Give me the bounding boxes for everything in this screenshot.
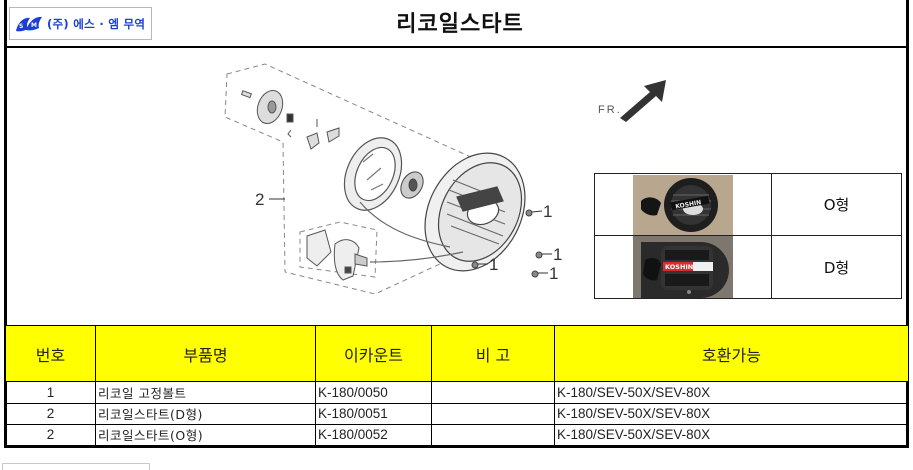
table-row: 2 리코일스타트(D형) K-180/0051 K-180/SEV-50X/SE… bbox=[5, 402, 909, 425]
page-title: 리코일스타트 bbox=[396, 12, 524, 37]
company-logo: S M (주) 에스 · 엠 무역 bbox=[9, 7, 152, 40]
cell-code: K-180/0050 bbox=[315, 381, 432, 404]
cell-code: K-180/0051 bbox=[315, 402, 432, 425]
column-header-number: 번호 bbox=[5, 325, 96, 382]
company-name: (주) 에스 · 엠 무역 bbox=[47, 16, 146, 31]
type-row-o: KOSHIN O형 bbox=[594, 173, 902, 236]
column-header-ecount-code: 이카운트 bbox=[315, 325, 432, 382]
callout-1: 1 bbox=[489, 255, 498, 274]
column-header-part-name: 부품명 bbox=[95, 325, 316, 382]
type-photo-cell: KOSHIN bbox=[594, 173, 772, 236]
type-photo-cell: KOSHIN bbox=[594, 235, 772, 299]
reel bbox=[343, 137, 403, 211]
cell-code: K-180/0052 bbox=[315, 424, 432, 448]
table-row: 1 리코일 고정볼트 K-180/0050 K-180/SEV-50X/SEV-… bbox=[5, 381, 909, 404]
exploded-parts-diagram: 2 1 1 1 1 bbox=[224, 63, 562, 295]
svg-text:S: S bbox=[19, 23, 23, 30]
front-direction-arrow-icon bbox=[620, 80, 666, 122]
callout-1: 1 bbox=[549, 264, 558, 283]
title-divider bbox=[4, 46, 909, 48]
svg-text:KOSHIN: KOSHIN bbox=[665, 263, 693, 271]
cell-compat: K-180/SEV-50X/SEV-80X bbox=[554, 424, 909, 448]
cell-note bbox=[431, 424, 555, 448]
type-row-d: KOSHIN D형 bbox=[594, 235, 902, 299]
cell-part-name: 리코일스타트(D형) bbox=[95, 402, 316, 425]
mounting-bolts bbox=[471, 209, 543, 278]
starter-type-table: KOSHIN O형 KOSHIN D형 bbox=[594, 173, 902, 299]
cell-number: 2 bbox=[5, 424, 96, 448]
cell-part-name: 리코일스타트(O형) bbox=[95, 424, 316, 448]
callout-1: 1 bbox=[543, 202, 552, 221]
cell-compat: K-180/SEV-50X/SEV-80X bbox=[554, 402, 909, 425]
type-label-o: O형 bbox=[771, 173, 902, 236]
frame-border-right bbox=[906, 0, 909, 448]
d-type-starter-photo: KOSHIN bbox=[633, 236, 733, 298]
table-row: 2 리코일스타트(O형) K-180/0052 K-180/SEV-50X/SE… bbox=[5, 424, 909, 448]
recoil-spring bbox=[400, 171, 424, 199]
cell-note bbox=[431, 381, 555, 404]
cell-number: 2 bbox=[5, 402, 96, 425]
sheet-tab-edge bbox=[2, 463, 150, 470]
callout-1: 1 bbox=[553, 245, 562, 264]
column-header-compatibility: 호환가능 bbox=[554, 325, 909, 382]
recoil-cover bbox=[424, 152, 526, 272]
column-header-note: 비 고 bbox=[431, 325, 555, 382]
front-direction-label: FR. bbox=[598, 104, 622, 116]
sm-logo-icon: S M bbox=[16, 16, 42, 31]
cell-part-name: 리코일 고정볼트 bbox=[95, 381, 316, 404]
svg-text:KOSHIN: KOSHIN bbox=[675, 199, 702, 210]
frame-border-left bbox=[4, 0, 7, 448]
svg-text:M: M bbox=[31, 22, 37, 29]
o-type-starter-photo: KOSHIN bbox=[633, 174, 733, 235]
callout-2: 2 bbox=[255, 190, 264, 209]
cell-note bbox=[431, 402, 555, 425]
cell-number: 1 bbox=[5, 381, 96, 404]
drive-pulley-parts bbox=[240, 90, 340, 150]
cell-compat: K-180/SEV-50X/SEV-80X bbox=[554, 381, 909, 404]
parts-table: 번호 부품명 이카운트 비 고 호환가능 1 리코일 고정볼트 K-180/00… bbox=[5, 325, 909, 448]
parts-table-header: 번호 부품명 이카운트 비 고 호환가능 bbox=[5, 325, 909, 382]
type-label-d: D형 bbox=[771, 235, 902, 299]
starter-handle bbox=[306, 229, 368, 281]
